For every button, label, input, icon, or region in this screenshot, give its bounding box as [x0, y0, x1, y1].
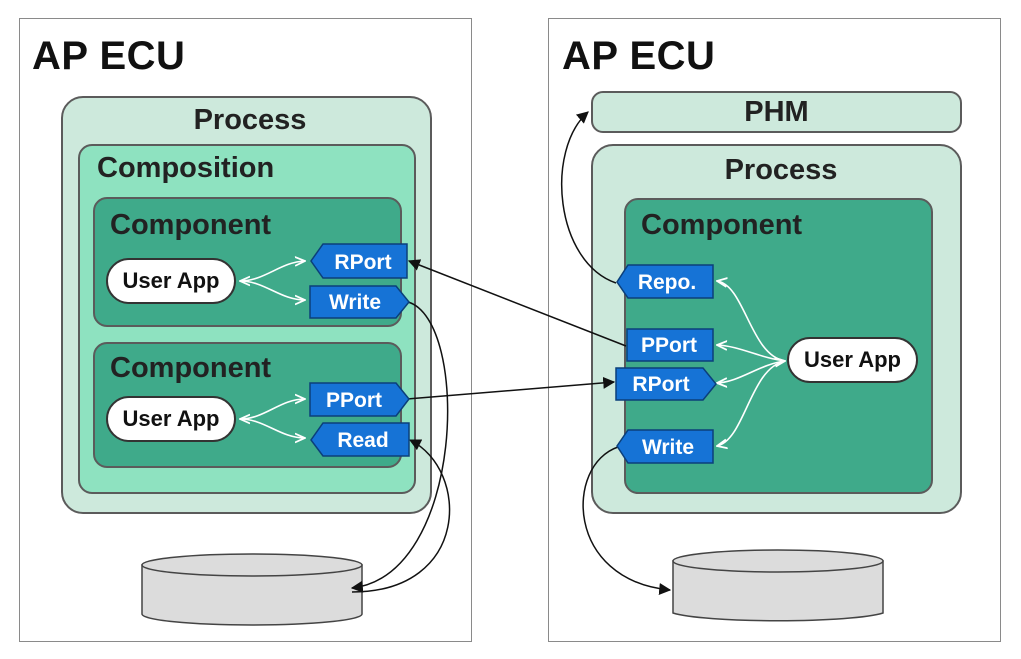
left-user-app-1: User App: [106, 258, 236, 304]
left-component-2-label: Component: [110, 352, 272, 384]
phm-label: PHM: [744, 96, 809, 128]
left-process-label: Process: [193, 104, 307, 136]
left-ecu-title: AP ECU: [32, 34, 186, 78]
right-user-app: User App: [787, 337, 918, 383]
right-ecu-title: AP ECU: [562, 34, 716, 78]
left-user-app-2: User App: [106, 396, 236, 442]
right-component-label: Component: [641, 209, 803, 241]
left-component-1-label: Component: [110, 209, 272, 241]
composition-label: Composition: [97, 152, 275, 184]
right-process-label: Process: [724, 154, 838, 186]
